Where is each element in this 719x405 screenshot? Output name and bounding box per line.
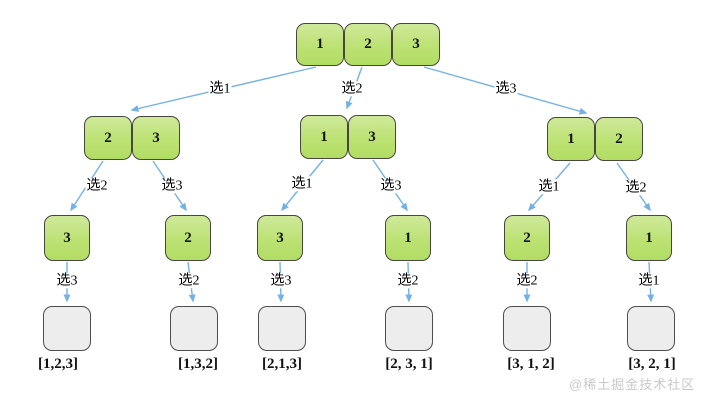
leaf-box-1 (43, 306, 91, 351)
leaf-box-4 (385, 306, 433, 351)
l3-node-1: 3 (44, 215, 90, 261)
edge-label-l3-1: 选3 (55, 273, 79, 289)
mid-pair-box-b: 3 (348, 115, 396, 159)
l3-node-4: 1 (385, 215, 431, 261)
leaf-box-3 (258, 306, 306, 351)
right-pair-box-b: 2 (595, 117, 643, 161)
result-label-6: [3, 2, 1] (628, 356, 676, 372)
edge-label-l2-6: 选2 (624, 180, 648, 196)
edge-label-l3-6: 选1 (637, 273, 661, 289)
edge-label-root-choose-2: 选2 (340, 81, 364, 97)
edge-label-l2-3: 选1 (290, 176, 314, 192)
edge-label-l3-2: 选2 (177, 273, 201, 289)
root-box-3: 3 (392, 23, 440, 66)
edge-label-root-choose-3: 选3 (494, 81, 518, 97)
edge-label-l2-2: 选3 (160, 178, 184, 194)
edge-label-root-choose-1: 选1 (208, 81, 232, 97)
root-box-1: 1 (296, 23, 344, 66)
edge-label-l2-1: 选2 (85, 178, 109, 194)
result-label-2: [1,3,2] (178, 356, 218, 372)
mid-pair-box-a: 1 (300, 115, 348, 159)
root-box-2: 2 (344, 23, 392, 66)
left-pair-box-b: 3 (132, 116, 180, 160)
edge-label-l2-4: 选3 (379, 178, 403, 194)
leaf-box-5 (503, 306, 551, 351)
edge-label-l3-4: 选2 (396, 273, 420, 289)
l3-node-6: 1 (626, 215, 672, 261)
result-label-4: [2, 3, 1] (385, 356, 433, 372)
left-pair-box-a: 2 (84, 116, 132, 160)
result-label-5: [3, 1, 2] (507, 356, 555, 372)
result-label-3: [2,1,3] (262, 356, 302, 372)
edge-label-l2-5: 选1 (537, 179, 561, 195)
l3-node-3: 3 (257, 215, 303, 261)
result-label-1: [1,2,3] (38, 356, 78, 372)
leaf-box-2 (170, 306, 218, 351)
edge-label-l3-5: 选2 (515, 273, 539, 289)
l3-node-2: 2 (165, 215, 211, 261)
watermark: @稀土掘金技术社区 (569, 377, 696, 392)
leaf-box-6 (627, 306, 675, 351)
right-pair-box-a: 1 (547, 117, 595, 161)
edge-label-l3-3: 选3 (269, 273, 293, 289)
l3-node-5: 2 (504, 215, 550, 261)
